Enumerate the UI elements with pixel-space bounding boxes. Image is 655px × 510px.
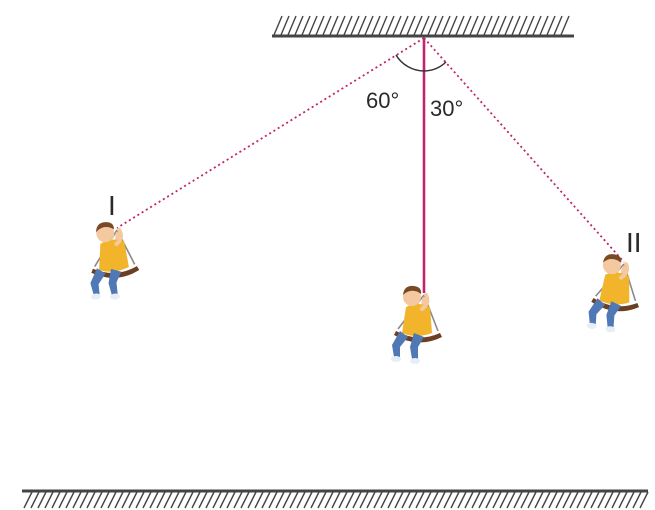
child-on-swing-icon: [81, 217, 145, 305]
position-label-i: I: [108, 190, 116, 221]
ceiling: [272, 15, 574, 38]
rope-position-i: [116, 37, 425, 229]
child-on-swing-icon: [584, 250, 645, 337]
position-label-ii: II: [626, 227, 642, 258]
child-on-swing-icon: [389, 283, 444, 366]
hatched-ground-icon: [23, 491, 649, 509]
hatched-ceiling-icon: [273, 15, 570, 36]
angle-arc-right: [423, 61, 447, 72]
angle-label-left: 60°: [366, 88, 399, 113]
angle-label-right: 30°: [430, 96, 463, 121]
rope-position-ii: [423, 37, 625, 263]
ground: [22, 489, 649, 509]
angle-arc-left: [395, 54, 425, 72]
